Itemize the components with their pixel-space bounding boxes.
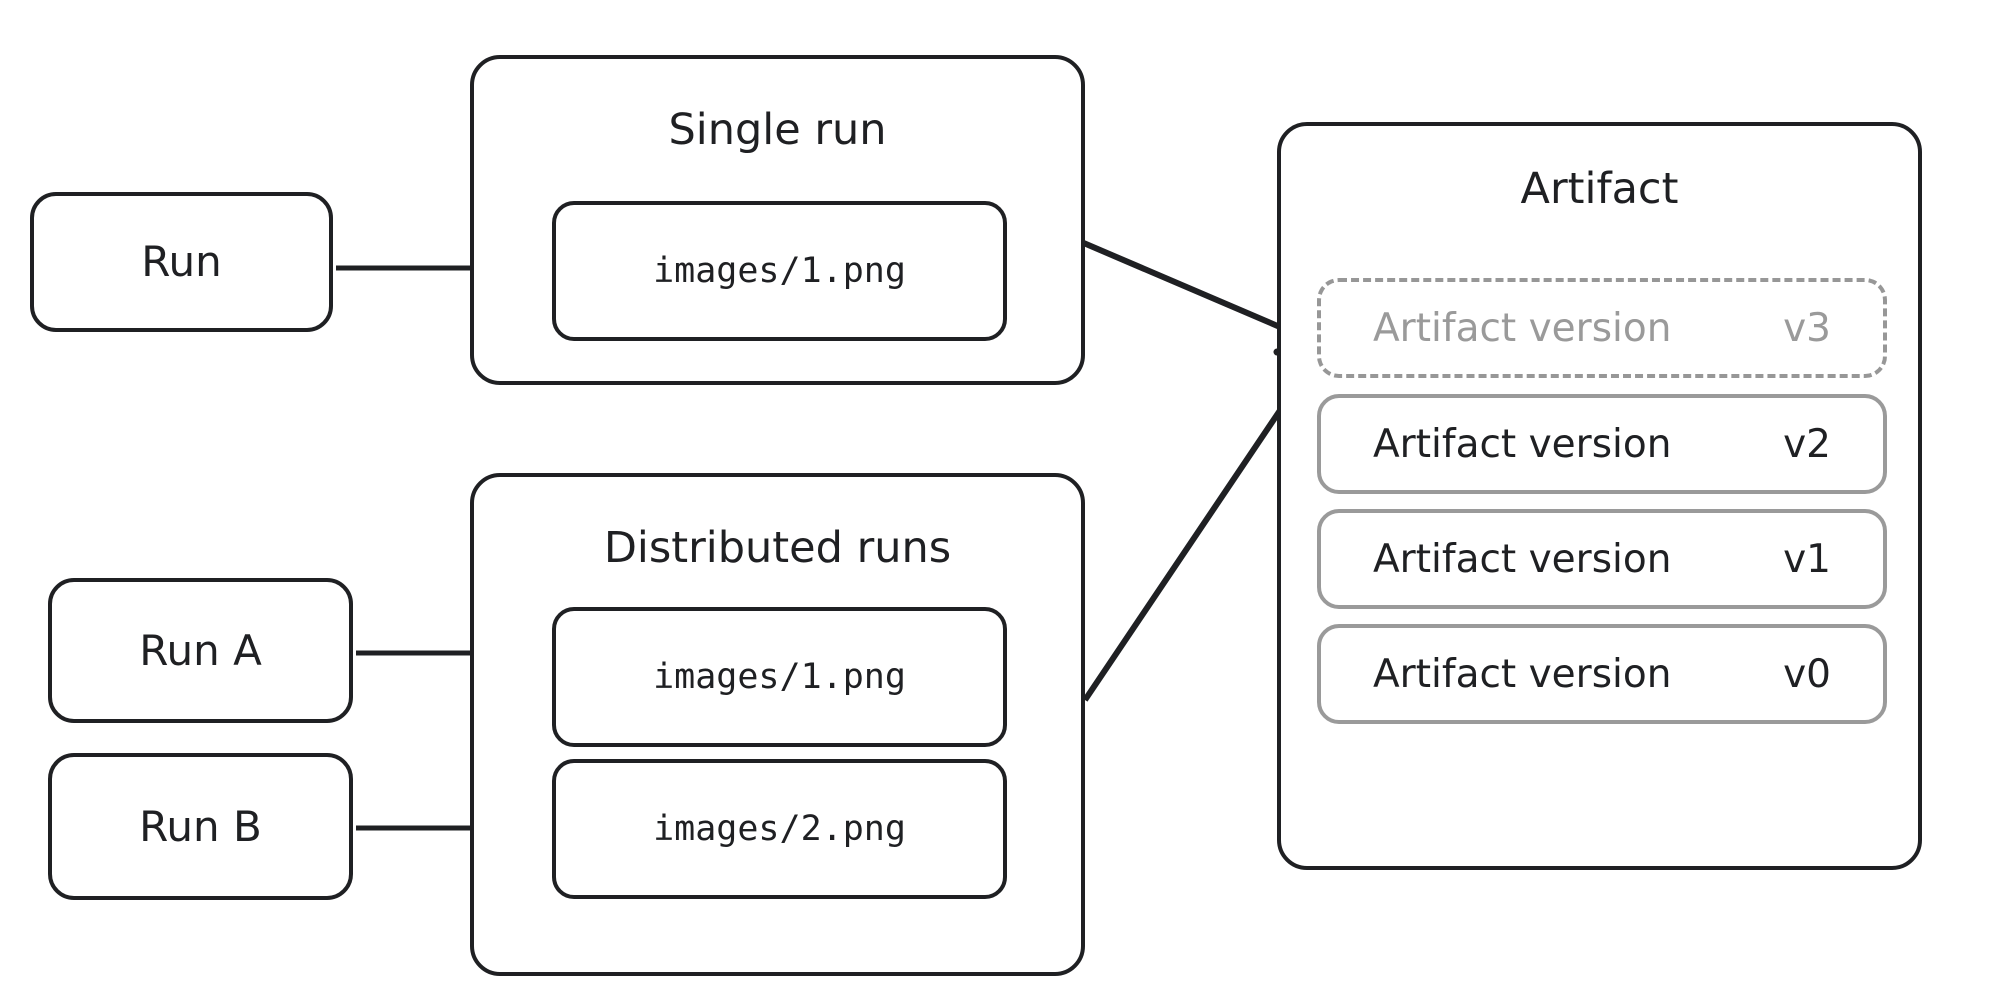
artifact-panel-title: Artifact <box>1520 164 1679 214</box>
run-node[interactable]: Run <box>30 192 333 332</box>
distributed-run-file-box-2[interactable]: images/2.png <box>552 759 1007 899</box>
artifact-version-number-v0: v0 <box>1783 651 1831 697</box>
artifact-panel: Artifact Artifact version v3 Artifact ve… <box>1277 122 1922 870</box>
distributed-runs-group-title: Distributed runs <box>603 523 952 573</box>
run-node-label: Run <box>141 237 222 286</box>
artifact-version-label-v1: Artifact version <box>1373 536 1672 582</box>
distributed-run-file-box-1[interactable]: images/1.png <box>552 607 1007 747</box>
artifact-version-label-v2: Artifact version <box>1373 421 1672 467</box>
single-run-group-title: Single run <box>668 105 887 155</box>
artifact-version-number-v1: v1 <box>1783 536 1831 582</box>
single-run-file-box[interactable]: images/1.png <box>552 201 1007 341</box>
artifact-version-row-v0[interactable]: Artifact version v0 <box>1317 624 1887 724</box>
single-run-group: Single run images/1.png <box>470 55 1085 385</box>
artifact-version-row-v2[interactable]: Artifact version v2 <box>1317 394 1887 494</box>
distributed-runs-group: Distributed runs images/1.png images/2.p… <box>470 473 1085 976</box>
artifact-version-number-v2: v2 <box>1783 421 1831 467</box>
run-b-node-label: Run B <box>139 801 262 851</box>
distributed-run-file-label-1: images/1.png <box>653 656 906 697</box>
run-b-node[interactable]: Run B <box>48 753 353 900</box>
run-a-node[interactable]: Run A <box>48 578 353 723</box>
artifact-version-row-v1[interactable]: Artifact version v1 <box>1317 509 1887 609</box>
single-run-file-label: images/1.png <box>653 250 906 291</box>
run-a-node-label: Run A <box>139 625 262 675</box>
distributed-run-file-label-2: images/2.png <box>653 808 906 849</box>
artifact-version-row-v3[interactable]: Artifact version v3 <box>1317 278 1887 378</box>
artifact-version-label-v3: Artifact version <box>1373 305 1672 351</box>
artifact-version-label-v0: Artifact version <box>1373 651 1672 697</box>
artifact-version-number-v3: v3 <box>1783 305 1831 351</box>
